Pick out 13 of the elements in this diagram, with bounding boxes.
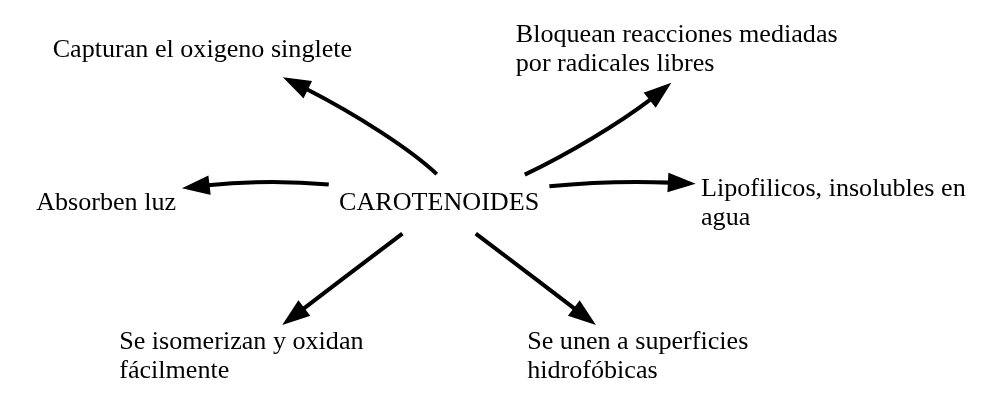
- node-text: Se isomerizan y oxidan fácilmente: [118, 325, 364, 385]
- arrow: [474, 231, 596, 325]
- arrow: [281, 231, 404, 325]
- node-text: Se unen a superficies hidrofóbicas: [526, 325, 748, 385]
- arrow: [181, 175, 329, 195]
- node-text: CAROTENOIDES: [338, 187, 539, 217]
- node-text: Lipofilicos, insolubles en agua: [700, 172, 966, 231]
- node-text: Bloquean reacciones mediadas por radicales libres: [515, 19, 838, 78]
- node-text: Absorben luz: [35, 187, 176, 217]
- arrow: [523, 82, 671, 177]
- arrow: [282, 77, 438, 176]
- node-text: Capturan el oxigeno singlete: [52, 33, 352, 63]
- arrow: [548, 172, 696, 193]
